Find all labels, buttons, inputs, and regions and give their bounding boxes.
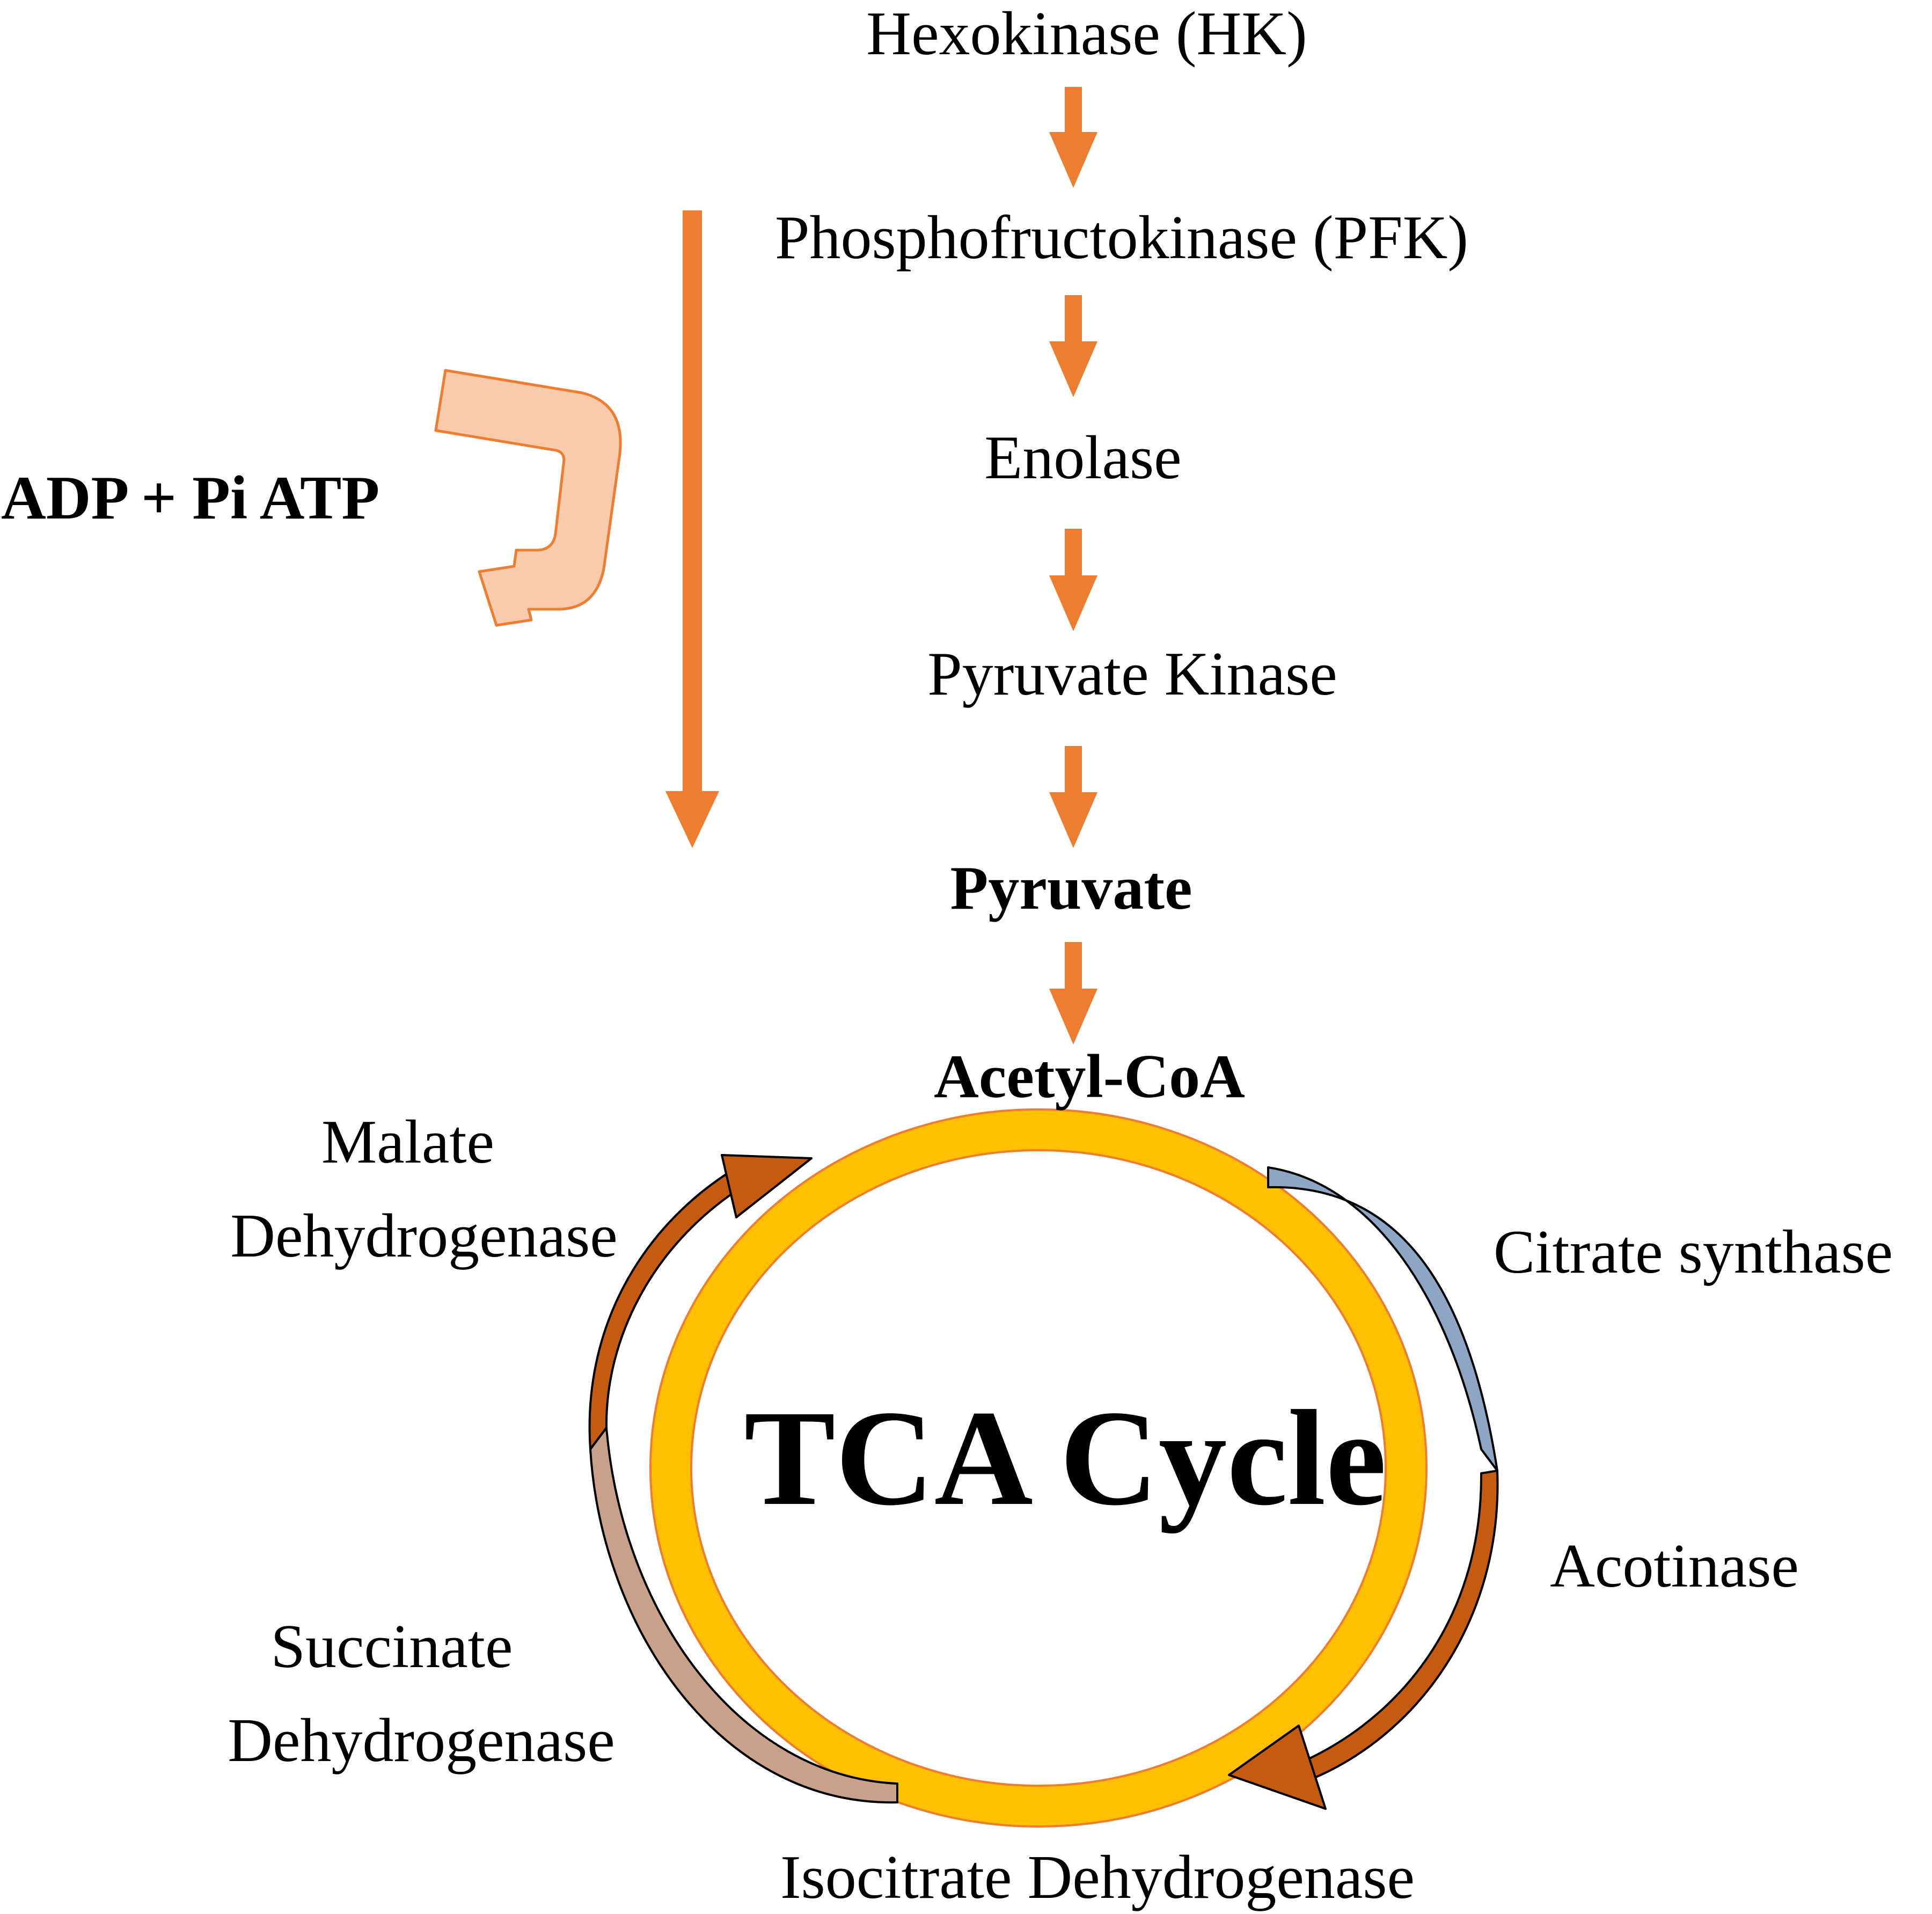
malate-arrowhead bbox=[721, 1154, 813, 1218]
citrate-synthase-label: Citrate synthase bbox=[1493, 1218, 1893, 1287]
step-arrow-4 bbox=[1049, 746, 1097, 848]
succinate-dehydrogenase-line2: Dehydrogenase bbox=[228, 1706, 615, 1775]
tca-cycle-title: TCA Cycle bbox=[744, 1383, 1387, 1534]
malate-dehydrogenase-line2: Dehydrogenase bbox=[230, 1202, 618, 1270]
tca-ring-inner-edge bbox=[690, 1149, 1387, 1787]
tca-ring-outer-edge bbox=[649, 1108, 1428, 1828]
step-label-pyruvate-kinase: Pyruvate Kinase bbox=[927, 640, 1337, 708]
tca-ring bbox=[650, 1109, 1426, 1827]
pyruvate-label: Pyruvate bbox=[950, 854, 1192, 923]
acotinase-label: Acotinase bbox=[1550, 1532, 1799, 1601]
isocitrate-dehydrogenase-label: Isocitrate Dehydrogenase bbox=[780, 1843, 1415, 1912]
acetyl-coa-label: Acetyl-CoA bbox=[934, 1042, 1245, 1111]
step-label-hexokinase: Hexokinase (HK) bbox=[866, 0, 1307, 68]
step-label-enolase: Enolase bbox=[984, 423, 1182, 492]
step-arrow-3 bbox=[1049, 529, 1097, 631]
step-arrow-2 bbox=[1049, 295, 1097, 397]
malate-dehydrogenase-line1: Malate bbox=[321, 1108, 495, 1177]
adp-atp-label: ADP + Pi ATP bbox=[1, 464, 380, 532]
isocitrate-arrowhead bbox=[1228, 1725, 1327, 1810]
succinate-dehydrogenase-line1: Succinate bbox=[270, 1612, 513, 1681]
energy-curved-arrow bbox=[434, 369, 622, 627]
step-arrow-5 bbox=[1049, 942, 1097, 1044]
step-arrow-1 bbox=[1049, 87, 1097, 188]
step-label-phosphofructokinase: Phosphofructokinase (PFK) bbox=[774, 203, 1469, 272]
glycolysis-long-arrow bbox=[665, 210, 719, 848]
